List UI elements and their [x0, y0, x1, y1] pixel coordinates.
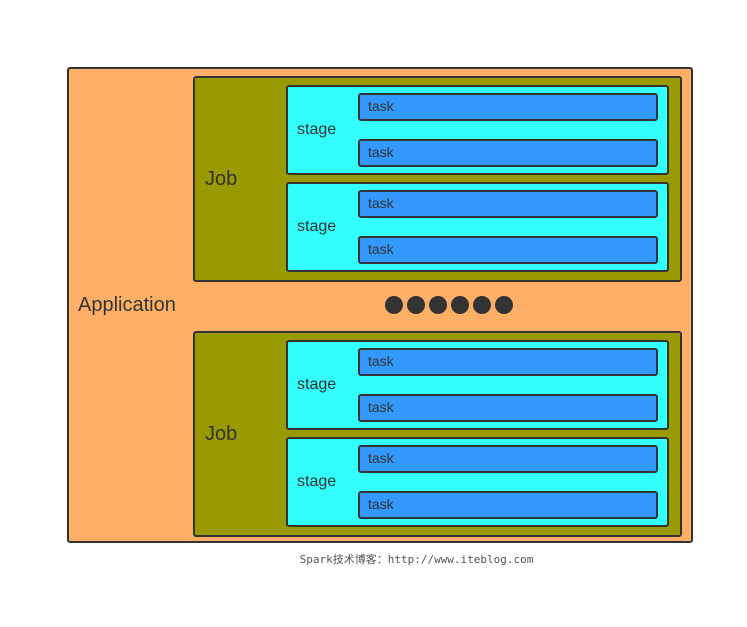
task-label: task — [368, 399, 394, 415]
stage-label: stage — [297, 121, 337, 138]
ellipsis-dot — [451, 296, 469, 314]
ellipsis-dots — [385, 296, 513, 314]
ellipsis-dot — [429, 296, 447, 314]
task-box — [358, 445, 658, 473]
ellipsis-dot — [407, 296, 425, 314]
task-label: task — [368, 496, 394, 512]
job-label: Job — [205, 168, 238, 190]
source-caption: Spark技术博客：http://www.iteblog.com — [299, 553, 534, 566]
task-label: task — [368, 353, 394, 369]
task-box — [358, 139, 658, 167]
task-box — [358, 236, 658, 264]
job-label: Job — [205, 423, 238, 445]
task-label: task — [368, 195, 394, 211]
task-box — [358, 394, 658, 422]
task-label: task — [368, 98, 394, 114]
task-label: task — [368, 450, 394, 466]
task-box — [358, 93, 658, 121]
stage-label: stage — [297, 473, 337, 490]
task-label: task — [368, 241, 394, 257]
ellipsis-dot — [495, 296, 513, 314]
task-label: task — [368, 144, 394, 160]
stage-label: stage — [297, 218, 337, 235]
task-box — [358, 348, 658, 376]
ellipsis-dot — [473, 296, 491, 314]
task-box — [358, 491, 658, 519]
task-box — [358, 190, 658, 218]
stage-label: stage — [297, 376, 337, 393]
ellipsis-dot — [385, 296, 403, 314]
application-label: Application — [78, 294, 176, 316]
